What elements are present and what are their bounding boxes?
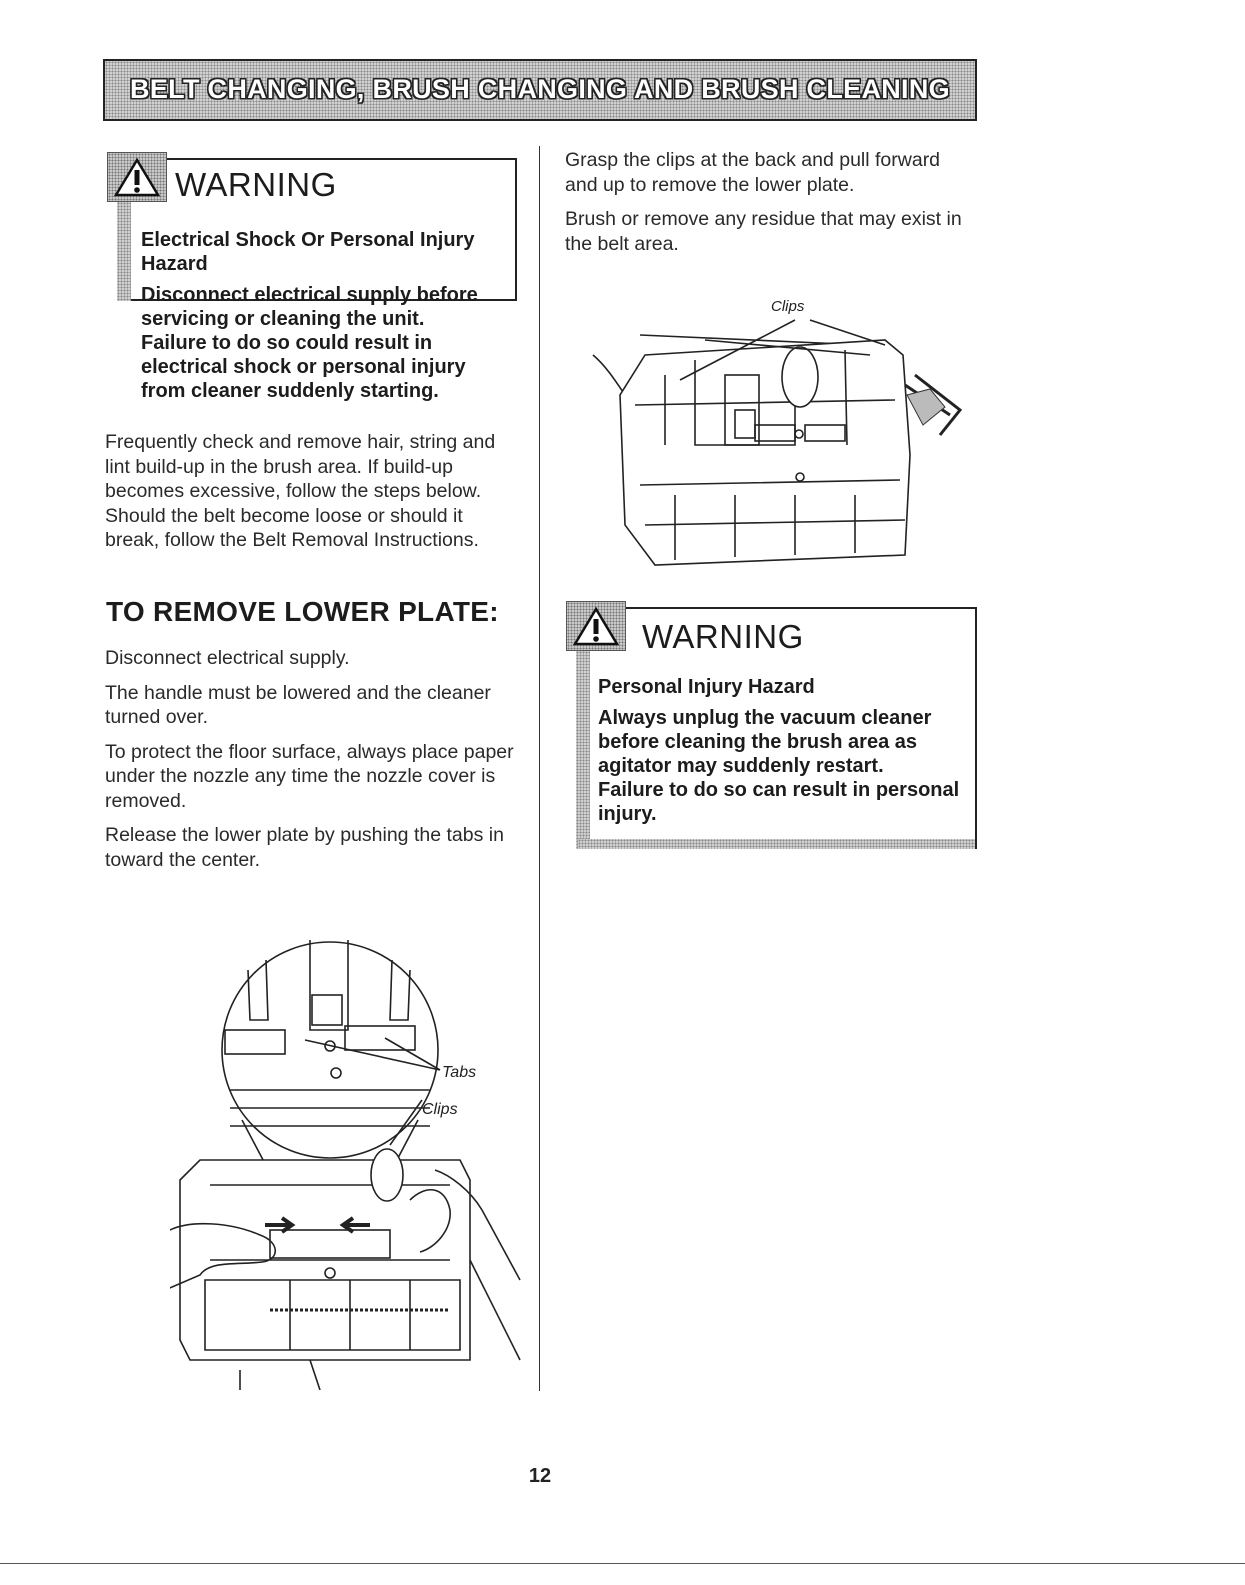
warning-consequence: Failure to do so could result in electri… — [141, 332, 466, 402]
intro-text: Frequently check and remove hair, string… — [105, 431, 496, 551]
section-header: BELT CHANGING, BRUSH CHANGING AND BRUSH … — [103, 59, 977, 121]
warning-title: WARNING — [642, 618, 804, 655]
remove-lower-plate-heading: TO REMOVE LOWER PLATE: — [106, 596, 499, 627]
warning-body: Personal Injury Hazard Always unplug the… — [598, 675, 965, 833]
page-number: 12 — [528, 1465, 552, 1487]
warning-consequence: Failure to do so can result in personal … — [598, 779, 960, 825]
lower-plate-tabs-illustration: Tabs Clips — [164, 930, 530, 1391]
warning-instruction: Always unplug the vacuum cleaner before … — [598, 707, 932, 777]
warning-box-electrical: WARNING Electrical Shock Or Personal Inj… — [107, 152, 517, 402]
warning-triangle-icon — [107, 152, 167, 202]
step-4: Release the lower plate by pushing the t… — [105, 824, 504, 871]
brush-residue-text: Brush or remove any residue that may exi… — [565, 208, 962, 255]
column-divider — [539, 146, 540, 1391]
warning-triangle-icon — [566, 601, 626, 651]
step-3: To protect the floor surface, always pla… — [105, 740, 514, 812]
remove-lower-plate-steps: Disconnect electrical supply. The handle… — [105, 646, 525, 882]
warning-shade — [117, 190, 131, 301]
grasp-clips-text: Grasp the clips at the back and pull for… — [565, 149, 941, 196]
step-2: The handle must be lowered and the clean… — [105, 681, 491, 729]
step-1: Disconnect electrical supply. — [105, 647, 350, 669]
intro-paragraph: Frequently check and remove hair, string… — [105, 430, 510, 563]
warning-instruction: Disconnect electrical supply before serv… — [141, 284, 478, 330]
tabs-label: Tabs — [442, 1064, 477, 1081]
section-title: BELT CHANGING, BRUSH CHANGING AND BRUSH … — [130, 74, 950, 104]
warning-title: WARNING — [175, 166, 337, 203]
warning-hazard: Electrical Shock Or Personal Injury Haza… — [141, 229, 475, 275]
warning-box-personal-injury: WARNING Personal Injury Hazard Always un… — [566, 601, 977, 849]
clips-removal-illustration: Clips — [585, 295, 965, 575]
warning-shade-bottom — [578, 839, 975, 849]
right-column-text: Grasp the clips at the back and pull for… — [565, 148, 975, 266]
warning-hazard: Personal Injury Hazard — [598, 676, 815, 698]
warning-body: Electrical Shock Or Personal Injury Haza… — [141, 228, 505, 410]
warning-shade — [576, 639, 590, 849]
clips-label-right: Clips — [771, 298, 805, 315]
bottom-rule — [0, 1563, 1245, 1564]
clips-label-left: Clips — [422, 1101, 458, 1118]
